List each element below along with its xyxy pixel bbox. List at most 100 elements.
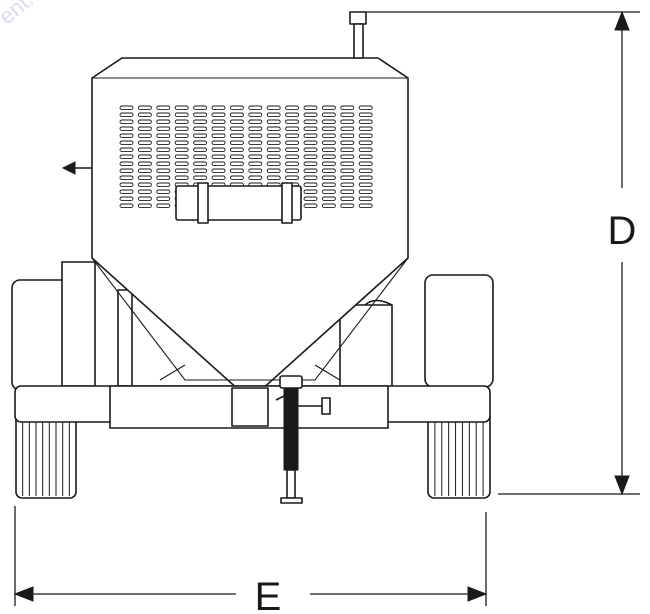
louver-slot [303, 140, 318, 145]
louver-slot [321, 119, 336, 124]
louver-slot [321, 168, 336, 173]
louver-slot [211, 133, 226, 138]
louver-slot [211, 140, 226, 145]
louver-slot [358, 119, 373, 124]
louver-slot [156, 154, 171, 159]
louver-slot [156, 133, 171, 138]
louver-slot [340, 196, 355, 201]
louver-slot [119, 161, 134, 166]
louver-slot [303, 203, 318, 208]
louver-slot [174, 140, 189, 145]
louver-slot [285, 147, 300, 152]
louver-slot [285, 140, 300, 145]
louver-slot [119, 203, 134, 208]
louver-slot [303, 161, 318, 166]
dimension-d [366, 10, 640, 496]
louver-slot [358, 147, 373, 152]
louver-slot [174, 154, 189, 159]
louver-slot [248, 161, 263, 166]
louver-slot [229, 147, 244, 152]
louver-slot [340, 154, 355, 159]
louver-slot [266, 154, 281, 159]
louver-slot [229, 154, 244, 159]
louver-slot [303, 147, 318, 152]
louver-slot [119, 133, 134, 138]
louver-slot [119, 105, 134, 110]
louver-slot [156, 203, 171, 208]
louver-slot [156, 112, 171, 117]
left-support-frame [61, 261, 133, 387]
louver-slot [321, 203, 336, 208]
louver-slot [193, 112, 208, 117]
louver-slot [340, 119, 355, 124]
louver-slot [358, 140, 373, 145]
louver-slot [137, 175, 152, 180]
louver-slot [266, 175, 281, 180]
louver-slot [358, 105, 373, 110]
louver-slot [137, 168, 152, 173]
louver-slot [285, 112, 300, 117]
louver-slot [321, 133, 336, 138]
louver-slot [303, 119, 318, 124]
right-support-frame [339, 299, 393, 388]
louver-slot [358, 154, 373, 159]
louver-slot [119, 189, 134, 194]
louver-slot [174, 126, 189, 131]
louver-slot [193, 140, 208, 145]
louver-slot [229, 168, 244, 173]
louver-slot [193, 147, 208, 152]
right-wheel [424, 274, 494, 499]
jack-stand [275, 375, 331, 504]
louver-slot [303, 105, 318, 110]
louver-slot [119, 119, 134, 124]
louver-slot [321, 147, 336, 152]
louver-slot [137, 133, 152, 138]
louver-slot [266, 140, 281, 145]
louver-slot [266, 112, 281, 117]
louver-slot [229, 140, 244, 145]
louver-slot [174, 147, 189, 152]
louver-slot [248, 112, 263, 117]
louver-slot [156, 175, 171, 180]
louver-slot [174, 175, 189, 180]
louver-slot [174, 133, 189, 138]
louver-slot [248, 154, 263, 159]
louver-slot [211, 147, 226, 152]
louver-slot [321, 175, 336, 180]
louver-slot [266, 119, 281, 124]
dimension-d-label: D [608, 209, 637, 253]
louver-slot [340, 105, 355, 110]
dimension-e [13, 506, 488, 606]
louver-slot [358, 168, 373, 173]
louver-slot [174, 119, 189, 124]
louver-slot [174, 112, 189, 117]
louver-slot [156, 161, 171, 166]
louver-slot [137, 112, 152, 117]
louver-slot [119, 112, 134, 117]
louver-slot [266, 126, 281, 131]
louver-slot [285, 126, 300, 131]
louver-slot [248, 147, 263, 152]
louver-slot [229, 126, 244, 131]
louver-slot [340, 189, 355, 194]
louver-slot [211, 161, 226, 166]
louver-slot [137, 105, 152, 110]
louver-slot [193, 119, 208, 124]
louver-slot [340, 112, 355, 117]
louver-slot [248, 140, 263, 145]
louver-slot [358, 161, 373, 166]
louver-slot [193, 161, 208, 166]
louver-slot [340, 168, 355, 173]
louver-slot [266, 147, 281, 152]
louver-slot [321, 161, 336, 166]
louver-slot [340, 140, 355, 145]
louver-slot [193, 105, 208, 110]
louver-slot [358, 203, 373, 208]
louver-slot [340, 175, 355, 180]
louver-slot [156, 182, 171, 187]
louver-slot [193, 126, 208, 131]
louver-slot [340, 147, 355, 152]
louver-slot [321, 140, 336, 145]
louver-slot [229, 175, 244, 180]
